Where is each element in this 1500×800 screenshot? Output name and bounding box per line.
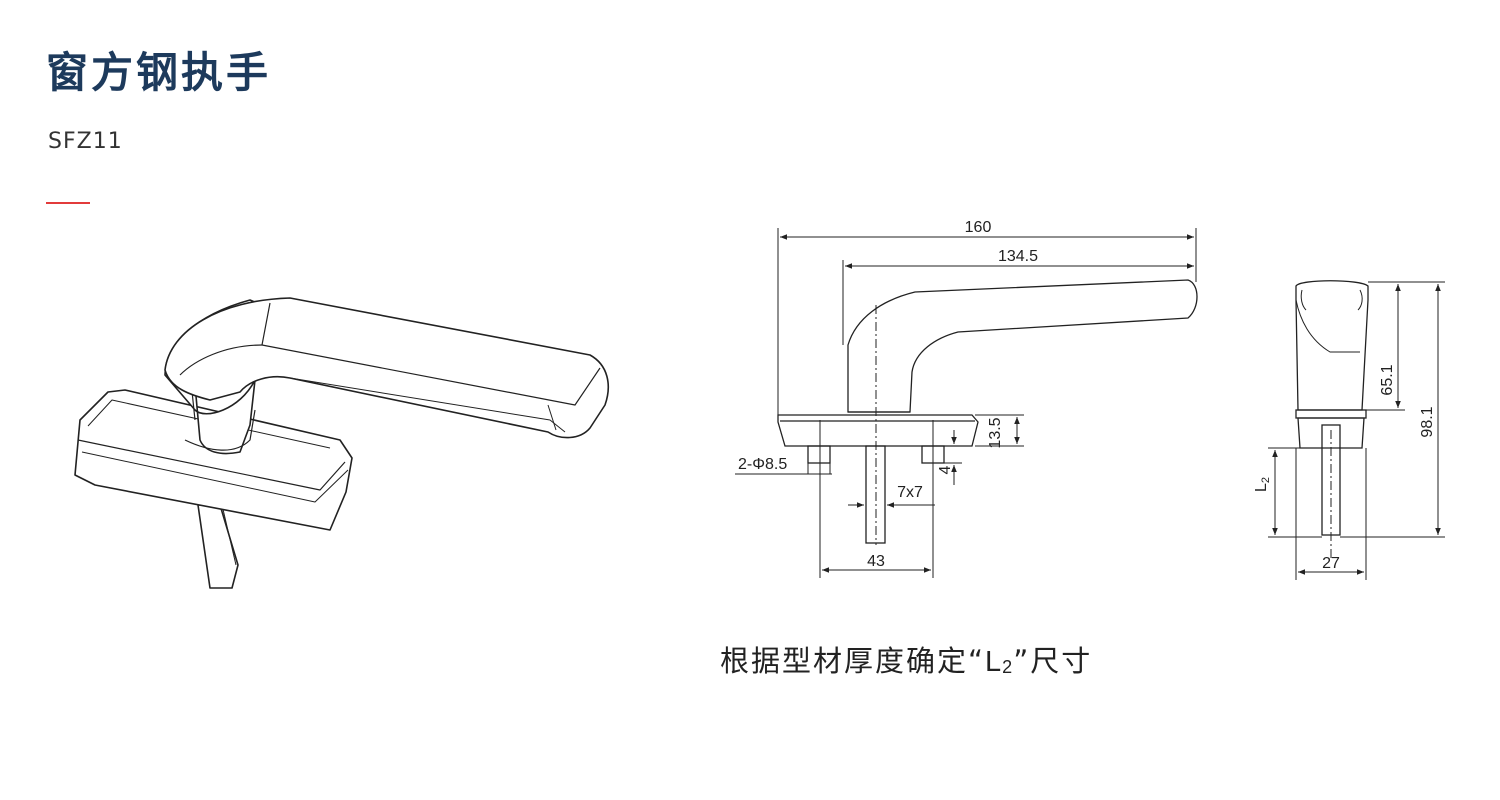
dim-handle-length: 134.5 bbox=[998, 248, 1038, 265]
dim-handle-side-height: 65.1 bbox=[1379, 364, 1396, 395]
l2-note: 根据型材厚度确定“L2”尺寸 bbox=[720, 647, 1092, 677]
dim-spindle-size: 7x7 bbox=[897, 484, 923, 501]
front-base-outline bbox=[777, 414, 979, 447]
dim-spindle-label: L2 bbox=[1253, 477, 1272, 492]
dim-spindle-offset: 4 bbox=[937, 465, 954, 474]
side-handle-outline bbox=[1295, 280, 1369, 411]
caption-before: 根据型材厚度确定“ bbox=[720, 644, 986, 678]
page-title: 窗方钢执手 bbox=[46, 48, 272, 97]
front-handle-outline bbox=[847, 279, 1198, 413]
dim-hole-spec: 2-Φ8.5 bbox=[738, 456, 787, 473]
side-base bbox=[1295, 409, 1367, 419]
caption-after: ”尺寸 bbox=[1013, 644, 1093, 678]
dim-overall-length: 160 bbox=[965, 219, 992, 236]
caption-l: L bbox=[985, 646, 1003, 678]
lever-arm-3d bbox=[164, 297, 609, 439]
dim-base-width: 43 bbox=[867, 553, 885, 570]
model-number: SFZ11 bbox=[48, 129, 123, 154]
caption-l-sub: 2 bbox=[1002, 657, 1014, 677]
dim-total-height: 98.1 bbox=[1419, 406, 1436, 437]
dim-base-height: 13.5 bbox=[987, 417, 1004, 448]
accent-rule bbox=[46, 202, 90, 204]
dim-side-width: 27 bbox=[1322, 555, 1340, 572]
